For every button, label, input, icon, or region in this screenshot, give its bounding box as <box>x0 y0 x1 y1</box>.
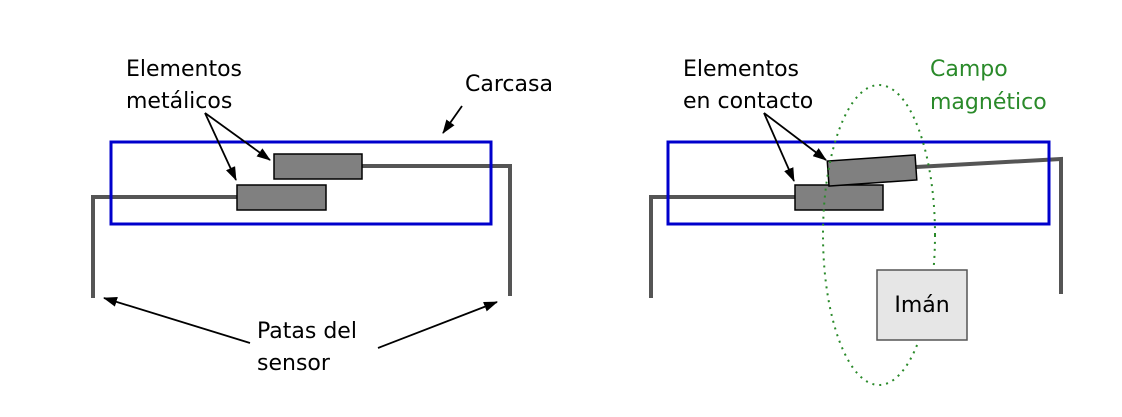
arrow-to-left-leg <box>103 297 251 344</box>
arrow-to-tilted-element <box>763 112 827 161</box>
right-casing <box>666 140 1051 226</box>
arrow-to-right-leg <box>377 301 498 349</box>
right-lead-left <box>649 195 795 298</box>
left-lead-right <box>362 164 512 296</box>
left-elements-label: Elementos metálicos <box>126 57 249 114</box>
right-upper-metal-element-tilted <box>826 154 918 187</box>
magnet-block <box>876 269 968 341</box>
magnetic-field-label-line2: magnético <box>930 90 1047 115</box>
magnetic-field-label: Campo <box>930 57 1008 82</box>
arrow-to-upper-element <box>204 112 271 161</box>
casing-label: Carcasa <box>465 72 553 97</box>
closed-switch-panel: Imán Elementos en contacto Campo magnéti… <box>649 57 1063 386</box>
arrow-to-casing <box>442 105 463 134</box>
right-lead-right <box>915 156 1063 294</box>
left-lead-left <box>91 195 237 298</box>
right-lower-metal-element <box>794 184 884 211</box>
magnet-label: Imán <box>894 293 949 318</box>
left-upper-metal-element <box>273 153 363 180</box>
sensor-legs-label: Patas del sensor <box>257 319 364 376</box>
arrow-to-fixed-element <box>763 112 795 182</box>
right-elements-label: Elementos en contacto <box>683 57 813 114</box>
left-casing <box>109 140 493 226</box>
left-lower-metal-element <box>236 184 327 211</box>
arrow-to-lower-element <box>204 112 237 181</box>
magnetic-field-loop <box>822 84 936 386</box>
open-switch-panel: Elementos metálicos Carcasa Patas del se… <box>91 57 553 376</box>
